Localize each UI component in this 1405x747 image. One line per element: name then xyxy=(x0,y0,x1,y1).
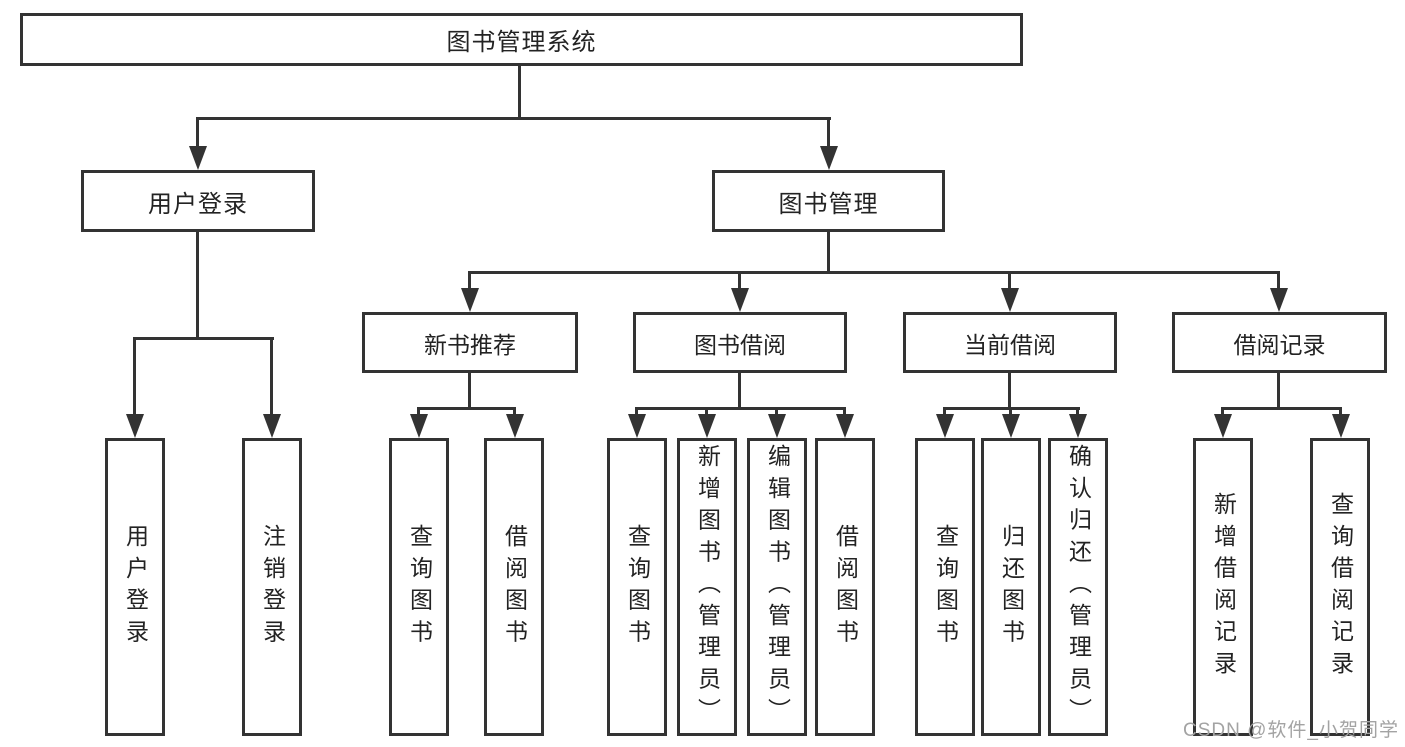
node-leaf-cb-confirm-return-label: 确认归还（管理员） xyxy=(1065,444,1092,730)
node-user-login: 用户登录 xyxy=(81,170,315,232)
node-leaf-bb-edit-books: 编辑图书（管理员） xyxy=(747,438,807,736)
connector-book-management-bar xyxy=(468,271,1280,274)
arrow-to-leaf-bb-query-books xyxy=(628,414,646,438)
node-leaf-br-add-record-label: 新增借阅记录 xyxy=(1210,491,1237,683)
arrow-to-book-management xyxy=(820,146,838,170)
connector-book-management-drop xyxy=(827,120,830,148)
arrow-to-user-login xyxy=(189,146,207,170)
node-user-login-label: 用户登录 xyxy=(148,190,248,218)
arrow-to-leaf-logout xyxy=(263,414,281,438)
connector-new-book-recommend-drop xyxy=(468,274,471,290)
connector-book-borrowing-drop xyxy=(738,274,741,290)
node-leaf-user-login-label: 用户登录 xyxy=(122,523,149,651)
node-book-borrowing-label: 图书借阅 xyxy=(694,331,786,358)
node-book-borrowing: 图书借阅 xyxy=(633,312,847,373)
arrow-to-leaf-br-add-record xyxy=(1214,414,1232,438)
connector-br-stem xyxy=(1277,373,1280,410)
node-leaf-logout: 注销登录 xyxy=(242,438,302,736)
node-leaf-user-login: 用户登录 xyxy=(105,438,165,736)
node-borrowing-records-label: 借阅记录 xyxy=(1233,331,1326,358)
node-root-label: 图书管理系统 xyxy=(446,29,597,56)
connector-leaf-logout-drop xyxy=(270,340,273,416)
connector-user-login-drop xyxy=(196,120,199,148)
node-book-management: 图书管理 xyxy=(712,170,945,232)
node-leaf-bb-borrow-books: 借阅图书 xyxy=(815,438,875,736)
node-leaf-bb-add-books: 新增图书（管理员） xyxy=(677,438,737,736)
arrow-to-leaf-user-login xyxy=(126,414,144,438)
arrow-to-leaf-cb-confirm-return xyxy=(1069,414,1087,438)
node-leaf-bb-query-books: 查询图书 xyxy=(607,438,667,736)
csdn-watermark: CSDN @软件_小贺同学 xyxy=(1183,720,1399,741)
node-book-management-label: 图书管理 xyxy=(778,190,879,218)
connector-root-stem xyxy=(518,65,521,120)
node-leaf-br-query-record: 查询借阅记录 xyxy=(1310,438,1370,736)
node-current-borrowing: 当前借阅 xyxy=(903,312,1117,373)
node-leaf-nbr-query-books-label: 查询图书 xyxy=(406,523,433,651)
node-leaf-cb-query-books-label: 查询图书 xyxy=(932,523,959,651)
connector-nbr-stem xyxy=(468,373,471,410)
connector-bb-bar xyxy=(635,407,846,410)
arrow-to-leaf-cb-return-books xyxy=(1002,414,1020,438)
node-leaf-bb-add-books-label: 新增图书（管理员） xyxy=(694,444,721,730)
arrow-to-leaf-nbr-query-books xyxy=(410,414,428,438)
node-leaf-cb-return-books-label: 归还图书 xyxy=(998,523,1025,651)
connector-cb-bar xyxy=(943,407,1080,410)
node-leaf-bb-edit-books-label: 编辑图书（管理员） xyxy=(764,444,791,730)
connector-user-login-bar xyxy=(133,337,274,340)
node-leaf-cb-confirm-return: 确认归还（管理员） xyxy=(1048,438,1108,736)
arrow-to-borrowing-records xyxy=(1270,288,1288,312)
node-root: 图书管理系统 xyxy=(20,13,1023,66)
node-current-borrowing-label: 当前借阅 xyxy=(964,331,1056,358)
connector-br-bar xyxy=(1221,407,1342,410)
node-leaf-cb-return-books: 归还图书 xyxy=(981,438,1041,736)
node-new-book-recommend: 新书推荐 xyxy=(362,312,578,373)
node-new-book-recommend-label: 新书推荐 xyxy=(424,331,516,358)
connector-user-login-stem xyxy=(196,232,199,340)
connector-cb-stem xyxy=(1008,373,1011,410)
arrow-to-leaf-bb-edit-books xyxy=(768,414,786,438)
arrow-to-leaf-br-query-record xyxy=(1332,414,1350,438)
arrow-to-leaf-bb-add-books xyxy=(698,414,716,438)
connector-book-management-stem xyxy=(827,232,830,274)
arrow-to-book-borrowing xyxy=(731,288,749,312)
connector-nbr-bar xyxy=(417,407,516,410)
node-leaf-cb-query-books: 查询图书 xyxy=(915,438,975,736)
node-leaf-logout-label: 注销登录 xyxy=(259,523,286,651)
node-leaf-bb-borrow-books-label: 借阅图书 xyxy=(832,523,859,651)
connector-current-borrowing-drop xyxy=(1008,274,1011,290)
node-leaf-br-query-record-label: 查询借阅记录 xyxy=(1327,491,1354,683)
node-leaf-bb-query-books-label: 查询图书 xyxy=(624,523,651,651)
connector-leaf-user-login-drop xyxy=(133,340,136,416)
arrow-to-leaf-nbr-borrow-books xyxy=(506,414,524,438)
arrow-to-leaf-bb-borrow-books xyxy=(836,414,854,438)
connector-root-bar xyxy=(196,117,831,120)
arrow-to-new-book-recommend xyxy=(461,288,479,312)
node-leaf-nbr-borrow-books-label: 借阅图书 xyxy=(501,523,528,651)
node-leaf-nbr-query-books: 查询图书 xyxy=(389,438,449,736)
connector-bb-stem xyxy=(738,373,741,410)
node-borrowing-records: 借阅记录 xyxy=(1172,312,1387,373)
node-leaf-nbr-borrow-books: 借阅图书 xyxy=(484,438,544,736)
connector-borrowing-records-drop xyxy=(1277,274,1280,290)
arrow-to-leaf-cb-query-books xyxy=(936,414,954,438)
arrow-to-current-borrowing xyxy=(1001,288,1019,312)
node-leaf-br-add-record: 新增借阅记录 xyxy=(1193,438,1253,736)
